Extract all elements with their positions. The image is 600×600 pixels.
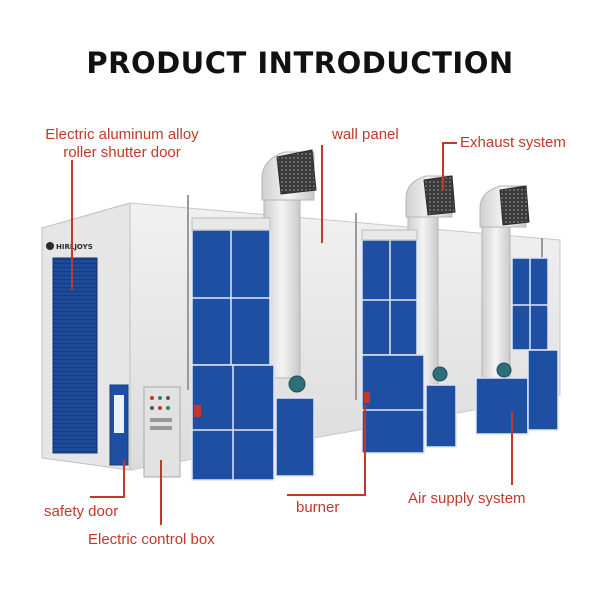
label-safety-door: safety door (44, 503, 119, 520)
fan-motor-2 (432, 366, 448, 382)
exhaust-fan-grille-1 (276, 149, 317, 195)
brand-name: HIRLJOYS (56, 243, 93, 251)
fan-motor-3 (496, 362, 512, 378)
brand-logo-icon (46, 242, 54, 250)
equipment-unit-1 (187, 149, 317, 481)
label-air-supply-system: Air supply system (408, 490, 526, 507)
equipment-unit-3 (475, 185, 559, 435)
equipment-unit-2 (355, 175, 457, 454)
leader-line-safety-door (90, 460, 125, 498)
roller-shutter-door (52, 257, 98, 454)
leader-lines (71, 142, 513, 525)
burner-red-part-2 (364, 392, 370, 403)
leader-line-burner (287, 405, 366, 496)
label-exhaust-system: Exhaust system (460, 134, 566, 151)
safety-door (109, 384, 129, 466)
label-roller-shutter-door: Electric aluminum alloy roller shutter d… (22, 126, 222, 162)
label-burner: burner (296, 499, 340, 516)
exhaust-fan-grille-3 (499, 185, 530, 226)
air-supply-unit-3 (475, 377, 529, 435)
label-shutter-line2: roller shutter door (63, 144, 181, 161)
label-shutter-line1: Electric aluminum alloy (45, 126, 199, 143)
page-title: PRODUCT INTRODUCTION (86, 46, 514, 80)
brand-logo: HIRLJOYS (46, 242, 93, 251)
burner-red-part-1 (194, 405, 201, 417)
exhaust-fan-grille-2 (423, 175, 456, 216)
leader-line-exhaust (442, 142, 457, 190)
label-control-box: Electric control box (88, 531, 215, 548)
fan-motor-1 (288, 375, 306, 393)
label-wall-panel: wall panel (332, 126, 399, 143)
exhaust-duct-3 (481, 224, 511, 386)
burner-housing-2 (361, 354, 425, 454)
